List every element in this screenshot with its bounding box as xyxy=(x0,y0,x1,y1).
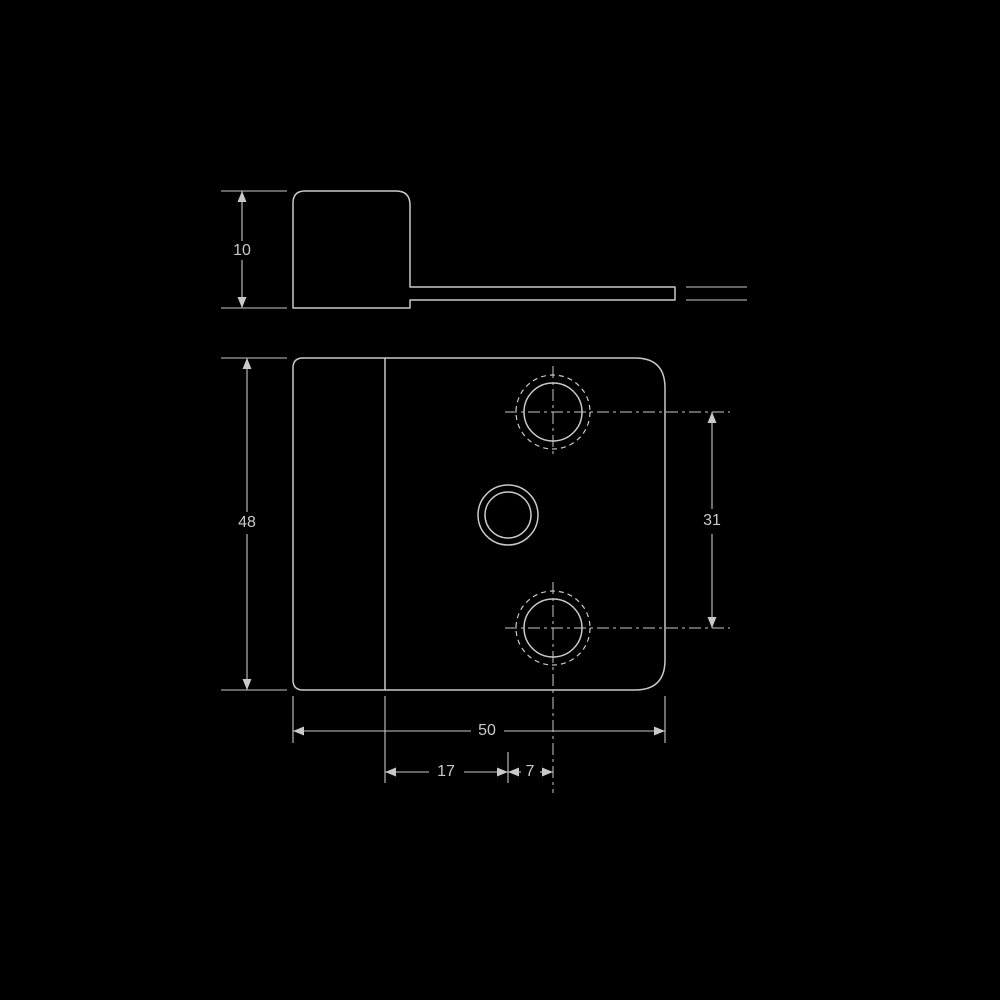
dimension-edge-to-first-hole: 17 xyxy=(384,696,509,783)
arrowhead-down xyxy=(707,617,717,628)
dim-label-side-height: 10 xyxy=(233,242,251,259)
dim-label-hole-spacing: 31 xyxy=(703,512,721,529)
side-profile-outline xyxy=(292,190,676,309)
dimension-plate-width: 50 xyxy=(292,696,666,743)
arrowhead-up xyxy=(707,412,717,423)
dimension-hole-offset: 7 xyxy=(508,763,553,780)
side-profile-view xyxy=(292,190,747,309)
arrowhead-up xyxy=(237,191,247,202)
dimension-hole-spacing: 31 xyxy=(703,412,721,628)
arrowhead-down xyxy=(242,679,252,690)
arrowhead-left xyxy=(385,767,396,777)
arrowhead-right xyxy=(654,726,665,736)
front-view xyxy=(292,357,730,793)
arrowhead-right xyxy=(497,767,508,777)
dim-label-plate-height: 48 xyxy=(238,514,256,531)
arrowhead-down xyxy=(237,297,247,308)
middle-hole-outer-circle xyxy=(477,484,539,546)
dimension-side-height: 10 xyxy=(221,190,287,309)
dim-label-hole-offset: 7 xyxy=(526,763,535,780)
dim-label-plate-width: 50 xyxy=(478,722,496,739)
dimension-plate-height: 48 xyxy=(221,357,287,691)
arrowhead-left xyxy=(508,767,519,777)
arrowhead-up xyxy=(242,358,252,369)
arrowhead-right xyxy=(542,767,553,777)
middle-hole-inner-circle xyxy=(484,491,532,539)
plate-outline xyxy=(292,357,666,691)
dim-label-edge-to-first-hole: 17 xyxy=(437,763,455,780)
arrowhead-left xyxy=(293,726,304,736)
